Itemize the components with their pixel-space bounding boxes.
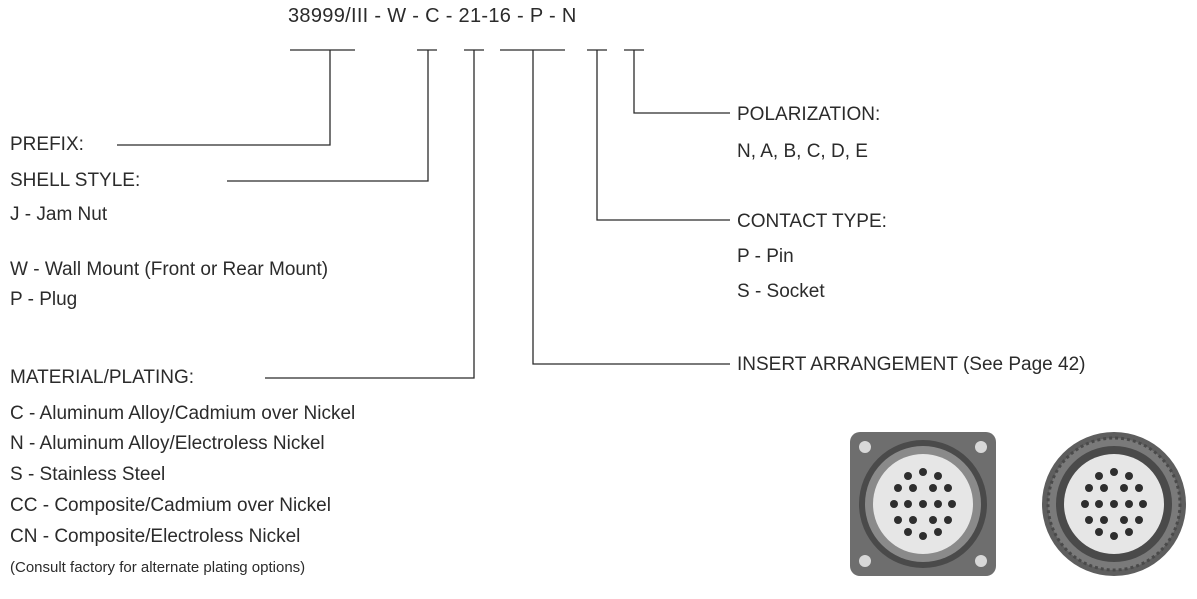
contact-option: P - Pin bbox=[737, 246, 794, 267]
shell-option: J - Jam Nut bbox=[10, 204, 108, 225]
material-option: N - Aluminum Alloy/Electroless Nickel bbox=[10, 433, 325, 454]
code-material: C bbox=[425, 5, 440, 27]
prefix-leader bbox=[117, 50, 331, 146]
code-sep: - bbox=[511, 5, 530, 27]
part-number-code: 38999/III - W - C - 21-16 - P - N bbox=[288, 5, 577, 28]
material-label: MATERIAL/PLATING: bbox=[10, 367, 195, 388]
material-option: C - Aluminum Alloy/Cadmium over Nickel bbox=[10, 403, 356, 424]
shell-style-label: SHELL STYLE: bbox=[10, 170, 141, 191]
polarization-options: N, A, B, C, D, E bbox=[737, 141, 868, 162]
code-shell: W bbox=[387, 5, 407, 27]
polarization-leader bbox=[633, 50, 730, 114]
material-note: (Consult factory for alternate plating o… bbox=[10, 559, 306, 576]
code-sep: - bbox=[439, 5, 459, 27]
prefix-label: PREFIX: bbox=[10, 134, 84, 155]
polarization-label: POLARIZATION: bbox=[737, 104, 881, 125]
material-option: CN - Composite/Electroless Nickel bbox=[10, 526, 301, 547]
code-sep: - bbox=[543, 5, 562, 27]
insert-leader bbox=[532, 50, 730, 365]
material-option: CC - Composite/Cadmium over Nickel bbox=[10, 495, 331, 516]
contact-type-label: CONTACT TYPE: bbox=[737, 211, 887, 232]
insert-arrangement-label: INSERT ARRANGEMENT (See Page 42) bbox=[737, 354, 1086, 375]
shell-option: P - Plug bbox=[10, 289, 78, 310]
contact-option: S - Socket bbox=[737, 281, 825, 302]
code-sep: - bbox=[368, 5, 388, 27]
material-leader bbox=[265, 50, 475, 379]
shell-leader bbox=[227, 50, 429, 182]
shell-option: W - Wall Mount (Front or Rear Mount) bbox=[10, 259, 329, 280]
wall-mount-connector-photo bbox=[850, 432, 996, 576]
material-option: S - Stainless Steel bbox=[10, 464, 166, 485]
code-sep: - bbox=[406, 5, 426, 27]
contact-leader bbox=[596, 50, 730, 221]
code-contact: P bbox=[529, 5, 544, 27]
plug-connector-photo bbox=[1042, 432, 1186, 576]
code-polarization: N bbox=[561, 5, 577, 27]
code-insert: 21-16 bbox=[458, 5, 512, 27]
code-prefix: 38999/III bbox=[288, 5, 369, 27]
